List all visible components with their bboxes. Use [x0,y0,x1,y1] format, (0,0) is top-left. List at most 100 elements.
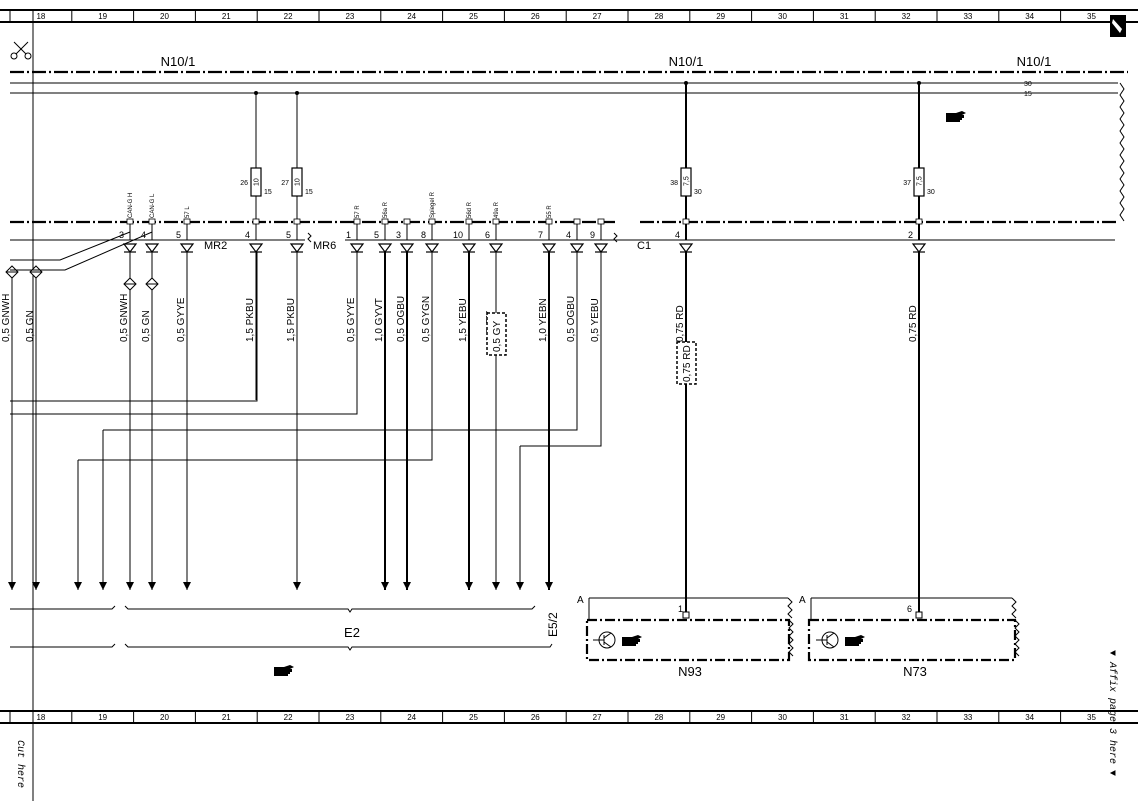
pin-marker [597,218,605,225]
affix-note: ▼ Affix page 3 here ▼ [1106,650,1118,776]
module-label-3: N10/1 [1017,54,1052,69]
grid-column-label: 29 [716,12,725,21]
wire-label: 0,5 GYYE [346,297,357,342]
pin-function-label: CAN-G H [128,193,134,218]
grid-column-label: 23 [345,713,354,722]
grid-column-label: 32 [902,12,911,21]
connector-arrow [349,243,365,253]
fuse-value: 10 [295,178,302,186]
grid-column-label: 20 [160,713,169,722]
wire-label: 0,75 RD [675,305,686,342]
pin-function-label: 57 L [185,206,191,218]
pointing-hand-icon-e2 [274,665,294,676]
fuse-terminal: 30 [927,189,935,196]
grid-column-label: 27 [593,12,602,21]
pin-function-label: 57 R [355,205,361,218]
wire-end-arrow [74,582,82,590]
pin-number: 6 [485,230,490,240]
bus-label-30: 30 [1024,81,1032,88]
n93-connector: A [577,595,584,606]
wire-label: 0,5 GYYE [176,297,187,342]
pin-function-label: 56a R [383,201,389,218]
pin-marker [252,218,260,225]
wire-end-arrow [8,582,16,590]
grid-column-label: 30 [778,713,787,722]
connector-arrow [678,243,694,253]
grid-column-label: 33 [963,713,972,722]
grid-column-label: 30 [778,12,787,21]
pin-number: 5 [374,230,379,240]
pin-marker [381,218,389,225]
wire-label: 0,5 GNWH [1,294,12,342]
grid-column-label: 21 [222,713,231,722]
pin-function-label: Spiegel R [430,191,436,218]
bus-label-15: 15 [1024,91,1032,98]
pin-number: 2 [908,230,913,240]
fuse-value: 7,5 [917,176,924,186]
grid-column-label: 28 [654,12,663,21]
fuse-value: 10 [254,178,261,186]
fuse-number: 26 [240,180,248,187]
pin-marker [353,218,361,225]
wire-label: 0,5 YEBU [590,298,601,342]
e52-label: E5/2 [546,612,560,637]
grid-column-label: 34 [1025,713,1034,722]
grid-column-label: 18 [36,713,45,722]
pin-marker [126,218,134,225]
pin-marker [465,218,473,225]
wire-label: 0,5 GN [25,310,36,342]
fuse-number: 37 [903,180,911,187]
pin-number: 10 [453,230,463,240]
wire-end-arrow [465,582,473,590]
grid-column-label: 24 [407,713,416,722]
connector-arrow [289,243,305,253]
component-pin [682,611,690,619]
pin-marker [148,218,156,225]
connector-arrow [488,243,504,253]
pin-number: 5 [286,230,291,240]
connector-arrow [569,243,585,253]
grid-column-label: 29 [716,713,725,722]
wire-end-arrow [148,582,156,590]
grid-column-label: 26 [531,12,540,21]
n73-label: N73 [903,664,927,679]
connector-mr2: MR2 [204,240,227,252]
wire-end-arrow [381,582,389,590]
grid-column-label: 27 [593,713,602,722]
wire-label: 0,5 GN [141,310,152,342]
grid-column-label: 22 [284,713,293,722]
pin-number: 4 [675,230,680,240]
wire-end-arrow [32,582,40,590]
connector-arrow [179,243,195,253]
fuse-terminal: 15 [305,189,313,196]
wire-label-box [486,312,507,356]
grid-column-label: 23 [345,12,354,21]
connector-arrow [424,243,440,253]
connector-arrow [911,243,927,253]
component-n73 [807,597,1020,662]
wire-end-arrow [545,582,553,590]
wire-label-boxed: 0,5 GY [492,321,503,352]
pin-number: 4 [245,230,250,240]
connector-arrow [144,243,160,253]
fuse-number: 27 [281,180,289,187]
transistor-icon [593,631,616,649]
pin-function-label: CAN-G L [150,193,156,218]
pin-marker [545,218,553,225]
grid-column-label: 25 [469,713,478,722]
pointing-hand-icon-n73 [845,635,865,646]
fuse-terminal: 30 [694,189,702,196]
wire-end-arrow [126,582,134,590]
grid-column-label: 25 [469,12,478,21]
fuse-number: 38 [670,180,678,187]
module-label-2: N10/1 [669,54,704,69]
e2-label: E2 [344,625,360,640]
fuse-value: 7,5 [684,176,691,186]
page-corner-icon [1110,15,1126,37]
n93-label: N93 [678,664,702,679]
